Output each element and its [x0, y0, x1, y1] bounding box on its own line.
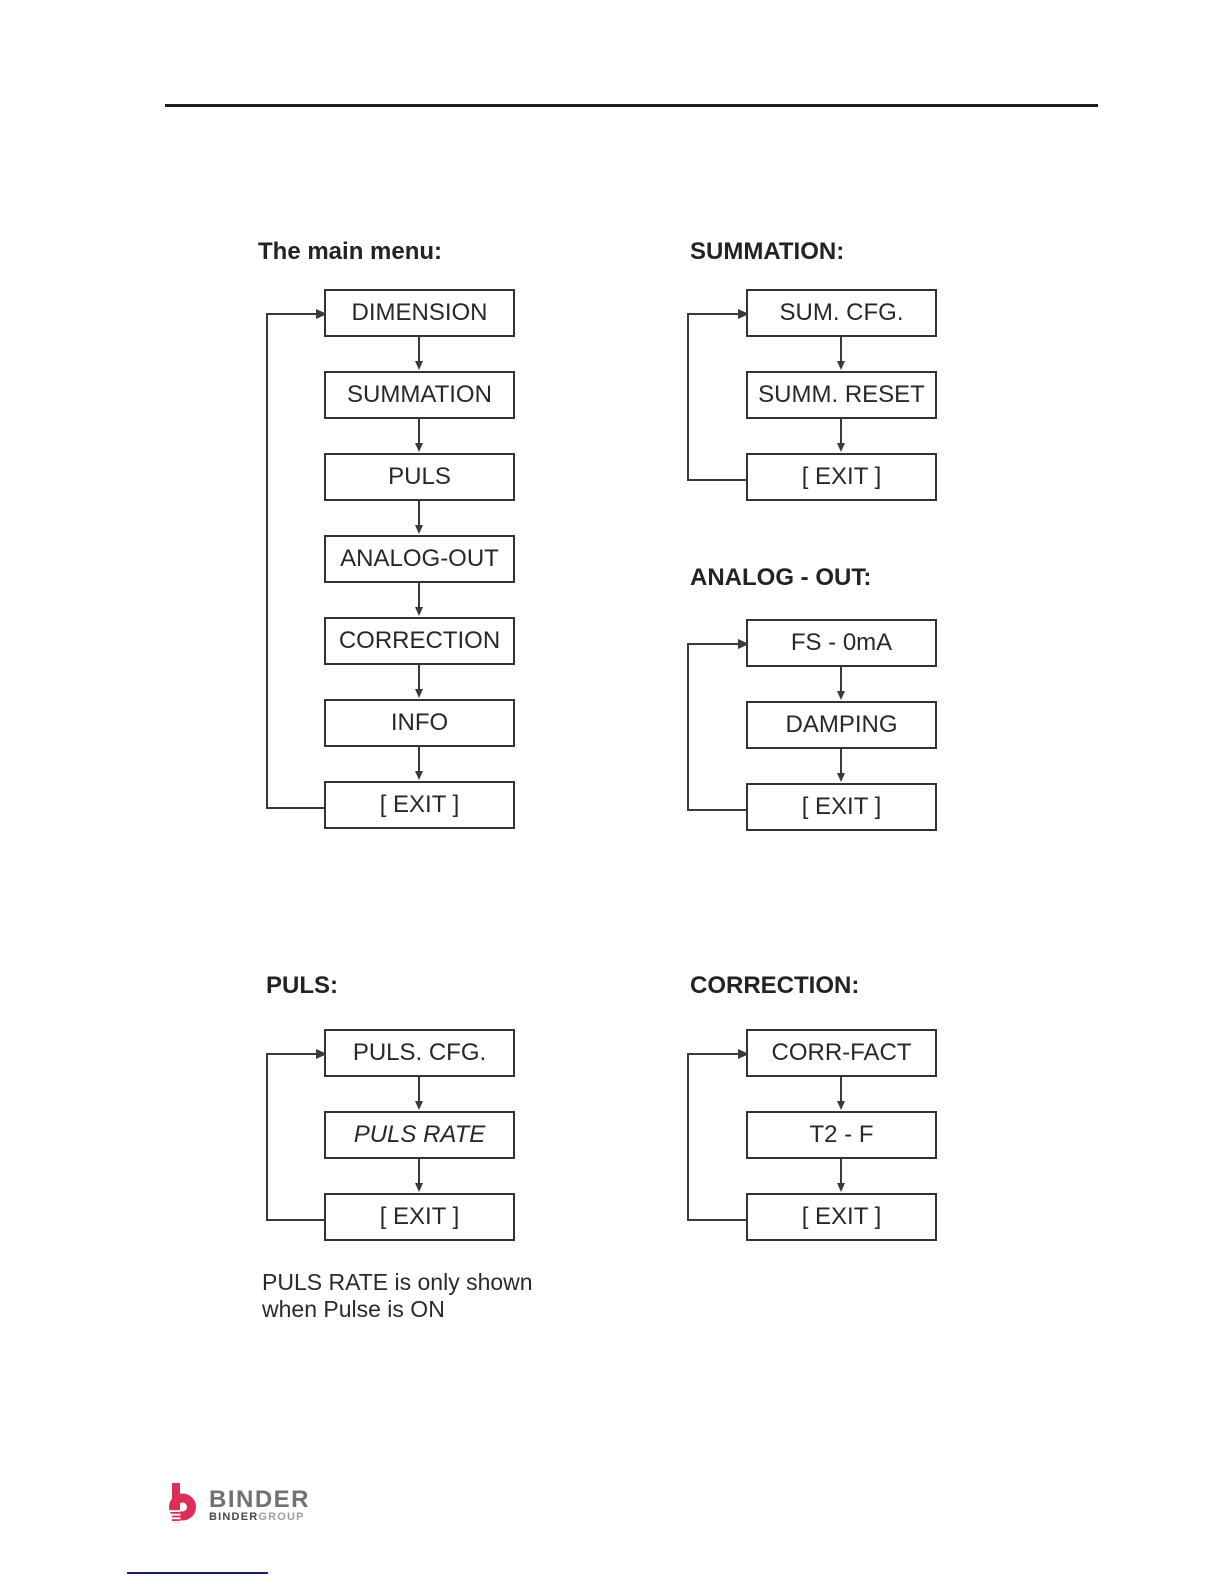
menu-item-box: CORR-FACT — [746, 1029, 937, 1077]
diagram-title: PULS: — [266, 972, 338, 999]
menu-item-box: PULS. CFG. — [324, 1029, 515, 1077]
loop-back-connector — [266, 1049, 327, 1221]
brand-group-light: GROUP — [258, 1511, 305, 1523]
diagram-title: CORRECTION: — [690, 972, 860, 999]
menu-item-box: DAMPING — [746, 701, 937, 749]
arrow-down-connector — [837, 419, 845, 452]
loop-back-connector — [266, 309, 327, 809]
menu-item-box: PULS RATE — [324, 1111, 515, 1159]
arrow-down-connector — [837, 749, 845, 782]
binder-logo — [168, 1483, 198, 1530]
loop-back-connector — [687, 1049, 749, 1221]
binder-logo-icon — [168, 1483, 196, 1523]
arrow-down-connector — [837, 1077, 845, 1110]
summation-diagram: SUMMATION: SUM. CFG. SUMM. RESET [ EXIT … — [687, 234, 1027, 544]
menu-item-box: T2 - F — [746, 1111, 937, 1159]
menu-item-box: CORRECTION — [324, 617, 515, 665]
brand-group-name: BINDERGROUP — [209, 1511, 305, 1523]
menu-item-box: [ EXIT ] — [746, 783, 937, 831]
arrow-down-connector — [415, 1077, 423, 1110]
menu-item-box: [ EXIT ] — [746, 453, 937, 501]
menu-item-box: PULS — [324, 453, 515, 501]
arrow-down-connector — [415, 1159, 423, 1192]
analog-out-diagram: ANALOG - OUT: FS - 0mA DAMPING [ EXIT ] — [687, 564, 1027, 874]
menu-item-box: SUMM. RESET — [746, 371, 937, 419]
menu-item-box: FS - 0mA — [746, 619, 937, 667]
note-line: when Pulse is ON — [262, 1296, 445, 1322]
brand-group-bold: BINDER — [209, 1511, 259, 1523]
menu-item-box: [ EXIT ] — [746, 1193, 937, 1241]
menu-item-box: [ EXIT ] — [324, 1193, 515, 1241]
loop-back-connector — [687, 309, 749, 481]
menu-item-box: ANALOG-OUT — [324, 535, 515, 583]
arrow-down-connector — [837, 667, 845, 700]
brand-name: BINDER — [209, 1486, 311, 1513]
correction-diagram: CORRECTION: CORR-FACT T2 - F [ EXIT ] — [687, 964, 1027, 1284]
arrow-down-connector — [415, 501, 423, 534]
diagram-title: SUMMATION: — [690, 238, 845, 265]
menu-item-box: [ EXIT ] — [324, 781, 515, 829]
footer-rule — [127, 1572, 268, 1574]
arrow-down-connector — [415, 583, 423, 616]
menu-item-box: SUMMATION — [324, 371, 515, 419]
note-line: PULS RATE is only shown — [262, 1269, 533, 1295]
arrow-down-connector — [415, 665, 423, 698]
puls-diagram: PULS: PULS. CFG. PULS RATE [ EXIT ] PULS… — [258, 964, 598, 1364]
arrow-down-connector — [415, 419, 423, 452]
main-menu-diagram: The main menu: DIMENSION SUMMATION PULS … — [258, 234, 598, 874]
arrow-down-connector — [837, 1159, 845, 1192]
menu-item-box: SUM. CFG. — [746, 289, 937, 337]
menu-item-box: INFO — [324, 699, 515, 747]
arrow-down-connector — [415, 337, 423, 370]
diagram-title: The main menu: — [258, 238, 443, 265]
note-text: PULS RATE is only shown when Pulse is ON — [262, 1269, 533, 1323]
arrow-down-connector — [415, 747, 423, 780]
menu-item-box: DIMENSION — [324, 289, 515, 337]
arrow-down-connector — [837, 337, 845, 370]
loop-back-connector — [687, 639, 749, 811]
header-rule — [165, 104, 1098, 107]
diagram-title: ANALOG - OUT: — [690, 564, 872, 591]
